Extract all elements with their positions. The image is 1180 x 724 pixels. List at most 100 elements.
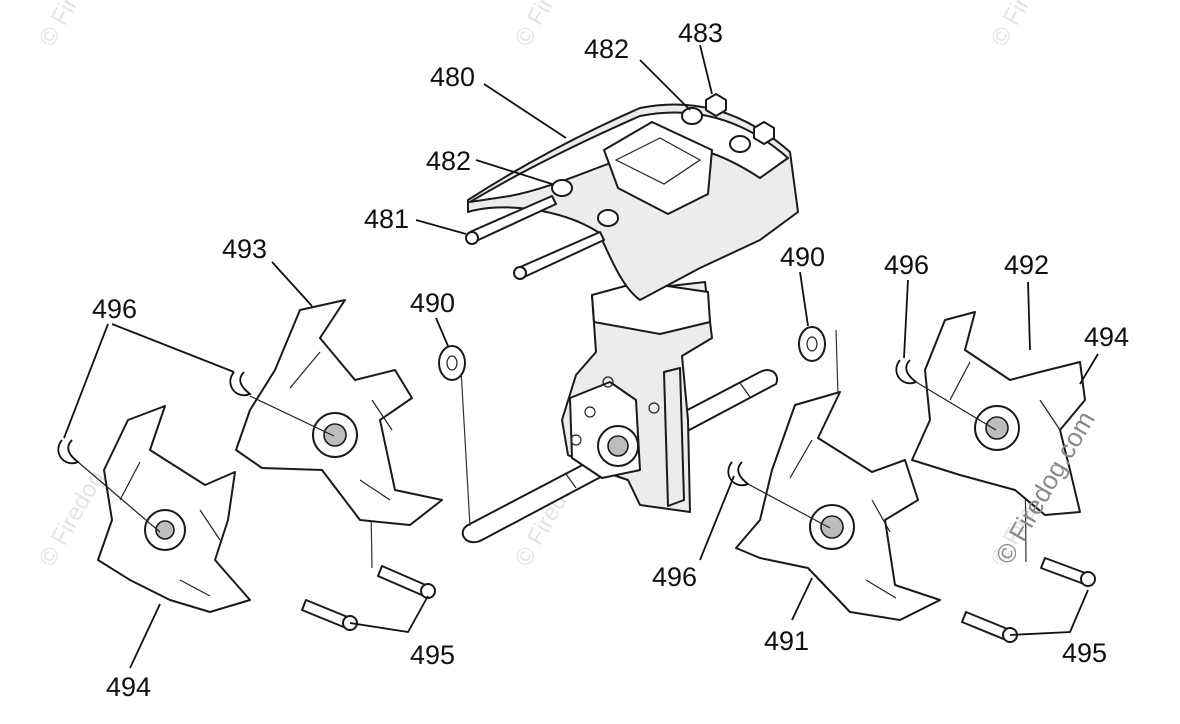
tine-slot: [119, 461, 141, 501]
leader-482-top: [639, 59, 691, 111]
leader-494-right: [1079, 353, 1099, 385]
leader-482: [475, 159, 553, 185]
hex-nut: [705, 93, 727, 117]
watermark-text: © Firedog: [986, 0, 1062, 51]
tine-hub-bore: [820, 515, 844, 539]
callout-490-left: 490: [410, 288, 455, 318]
tine-blade: [97, 405, 251, 613]
shaft-hole: [565, 473, 577, 489]
leader-496-right: [903, 279, 909, 359]
spacer: [729, 135, 751, 153]
washers: [438, 326, 826, 381]
clevis-pin-head: [420, 583, 436, 599]
tine-hub-bore: [323, 423, 347, 447]
leader-493: [271, 261, 313, 307]
callout-482: 482: [426, 146, 471, 176]
watermark-text: © Firedog: [34, 0, 110, 51]
shield-bolt: [517, 231, 605, 279]
callout-494-left: 494: [106, 672, 151, 702]
housing-bolt: [602, 376, 614, 388]
housing-bolt: [584, 406, 596, 418]
leader-490-left: [435, 317, 449, 347]
callout-495-left: 495: [410, 640, 455, 670]
washer: [438, 345, 466, 381]
callout-492: 492: [1004, 250, 1049, 280]
mount-opening: [614, 137, 702, 185]
hair-pin-clip: [229, 371, 252, 397]
clip-axis: [747, 483, 831, 529]
housing-bolt: [648, 402, 660, 414]
callout-482-top: 482: [584, 34, 629, 64]
callout-483: 483: [678, 18, 723, 48]
leader-496-left-a: [63, 323, 109, 439]
callout-496-right: 496: [884, 250, 929, 280]
leader-491: [791, 577, 813, 621]
tine-491: [735, 391, 941, 621]
leader-480: [483, 83, 567, 139]
spacer: [551, 179, 573, 197]
leader-495-left: [349, 595, 429, 633]
spacer: [597, 209, 619, 227]
clip-axis: [77, 461, 161, 533]
washer-hole: [806, 336, 818, 352]
callout-494-right: 494: [1084, 322, 1129, 352]
hair-pin-clip: [57, 439, 80, 465]
washer-hole: [446, 355, 458, 371]
tine-slot: [789, 439, 813, 479]
tine-slot: [949, 361, 971, 401]
shield-gearbox-mount: [603, 121, 713, 215]
hex-nut: [753, 121, 775, 145]
tine-hub-bore: [985, 416, 1009, 440]
tine-493: [235, 299, 443, 526]
clevis-pin-head: [1080, 571, 1096, 587]
tine-hub-bore: [155, 520, 175, 540]
callout-491: 491: [764, 626, 809, 656]
leader-496-mid: [699, 475, 735, 561]
tine-slot: [179, 579, 211, 597]
shield-top-face: [469, 111, 789, 203]
washer: [798, 326, 826, 362]
hitch-pins-and-clips: [57, 359, 1096, 643]
shaft-hole: [739, 382, 751, 398]
callout-480: 480: [430, 62, 475, 92]
spacer: [681, 107, 703, 125]
tine-shield-assembly: [465, 93, 799, 301]
callout-481: 481: [364, 204, 409, 234]
tine-slot: [1039, 399, 1061, 431]
clip-axis: [249, 395, 335, 437]
callout-493: 493: [222, 234, 267, 264]
shield-bolt-head: [465, 231, 479, 245]
phantom-axis-line: [835, 329, 839, 396]
leader-483: [699, 44, 713, 95]
drag-bar: [663, 367, 685, 507]
leader-496-left-b: [111, 323, 235, 373]
watermark-text: © Firedog: [510, 0, 586, 51]
callout-496-mid: 496: [652, 562, 697, 592]
tine-494-left: [97, 405, 251, 613]
hair-pin-clip: [895, 359, 918, 385]
tine-slot: [865, 579, 897, 599]
housing-bolt: [570, 434, 582, 446]
shield-bolt-head: [513, 266, 527, 280]
callout-496-left: 496: [92, 294, 137, 324]
callout-495-right: 495: [1062, 638, 1107, 668]
leader-490-right: [799, 271, 809, 327]
leader-481: [415, 219, 467, 235]
callout-labels: 480 482 483 482 481 493 496 490 490 496 …: [92, 18, 1129, 702]
tine-492: [911, 311, 1086, 516]
housing-bore: [607, 435, 629, 457]
tine-slot: [359, 479, 391, 501]
tine-slot: [871, 499, 891, 533]
leader-492: [1027, 281, 1031, 351]
transmission-assembly: [369, 281, 1027, 569]
leader-494-left: [129, 603, 161, 669]
leader-495-right: [1009, 589, 1089, 636]
tine-slot: [371, 399, 393, 431]
clip-axis: [915, 381, 997, 431]
tine-slot: [199, 509, 221, 541]
callout-490-right: 490: [780, 242, 825, 272]
tine-slot: [289, 351, 321, 389]
phantom-axis-line: [459, 351, 471, 527]
leader-lines: [63, 44, 1099, 669]
